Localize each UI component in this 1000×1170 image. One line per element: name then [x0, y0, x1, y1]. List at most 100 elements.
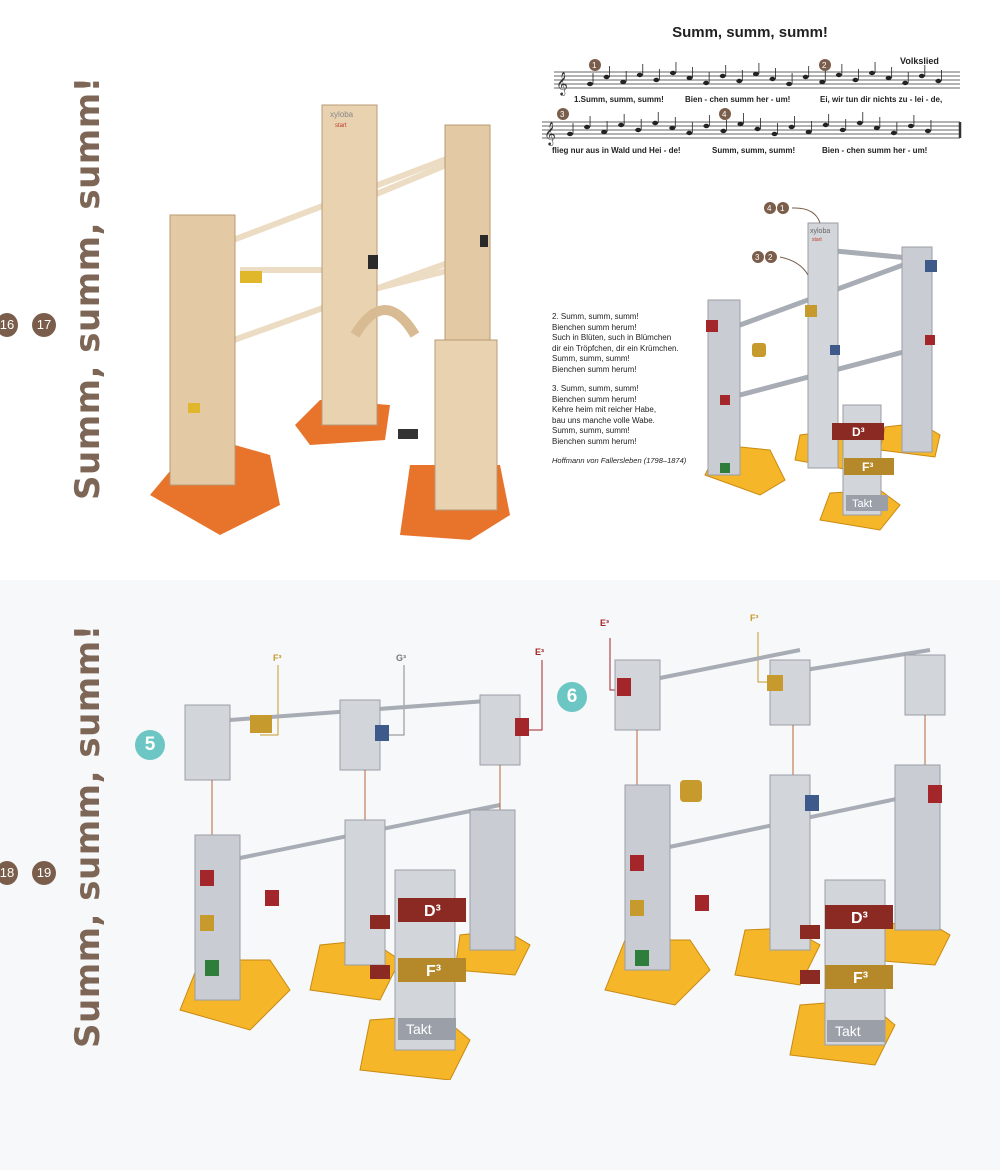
svg-text:F³: F³ — [862, 460, 873, 474]
svg-text:D³: D³ — [852, 425, 865, 439]
lyric-line2-a: flieg nur aus in Wald und Hei - de! — [552, 146, 681, 155]
svg-text:D³: D³ — [851, 910, 868, 927]
wooden-marble-run-photo: xyloba start — [150, 104, 510, 540]
note-bar-red — [925, 335, 935, 345]
svg-text:F³: F³ — [853, 970, 868, 987]
marker-4 — [719, 108, 731, 120]
grey-block-upper — [184, 704, 231, 781]
svg-text:2: 2 — [768, 253, 773, 262]
note-head — [802, 74, 809, 80]
note-head — [587, 81, 593, 87]
svg-text:1: 1 — [780, 204, 785, 213]
grey-diagram-step6: D³ F³ Takt — [604, 632, 951, 1066]
note-bar-gold — [200, 915, 214, 931]
step5-note-e3: E³ — [535, 647, 544, 657]
svg-text:D³: D³ — [424, 903, 441, 920]
note-head — [686, 75, 693, 81]
grey-block-upper — [614, 659, 661, 731]
note-head — [636, 72, 643, 78]
grey-block-upper — [904, 654, 946, 716]
wood-tower-middle — [321, 104, 378, 426]
curve-piece — [350, 305, 420, 338]
page-number-18: 18 — [0, 861, 18, 885]
note-bar-red — [800, 970, 820, 984]
note-head — [719, 73, 726, 79]
grey-tower — [624, 784, 671, 971]
note-bar-red — [928, 785, 942, 803]
svg-text:F³: F³ — [426, 963, 441, 980]
note-bar-green — [635, 950, 649, 966]
marker-3 — [557, 108, 569, 120]
step-number-5: 5 — [135, 730, 165, 760]
verse-2: 2. Summ, summ, summ! Bienchen summ herum… — [552, 312, 679, 374]
plate-f3 — [844, 458, 894, 475]
rail — [649, 648, 801, 682]
note-head — [935, 78, 942, 84]
note-head — [924, 128, 931, 134]
lyric-line1-b: Bien - chen summ her - um! — [685, 95, 791, 104]
treble-clef-icon: 𝄞 — [556, 73, 568, 96]
step6-note-e3: E³ — [600, 618, 609, 628]
lyric-line1-c: Ei, wir tun dir nichts zu - lei - de, — [820, 95, 943, 104]
lyric-line2-b: Summ, summ, summ! — [712, 146, 796, 155]
grey-diagram-step5: D³ F³ Takt — [179, 660, 543, 1080]
page-number-16: 16 — [0, 313, 18, 337]
lyric-line2-c: Bien - chen summ her - um! — [822, 146, 928, 155]
step6-note-f3: F³ — [750, 613, 759, 623]
svg-text:2: 2 — [822, 61, 827, 70]
note-bar-red — [265, 890, 279, 906]
note-head — [856, 120, 863, 126]
plate-takt — [827, 1020, 885, 1042]
song-author: Hoffmann von Fallersleben (1798–1874) — [552, 456, 687, 465]
plate-d3 — [825, 905, 893, 929]
step5-note-f3: F³ — [273, 653, 282, 663]
page-number-17: 17 — [32, 313, 56, 337]
note-head — [819, 79, 826, 85]
staff-line-2 — [542, 121, 960, 139]
vertical-title-top: Summ, summ, summ! — [68, 76, 108, 500]
note-head — [635, 127, 642, 133]
note-head — [737, 121, 744, 127]
note-head — [839, 127, 846, 133]
grey-tower — [769, 774, 811, 951]
note-head — [752, 71, 759, 77]
note-bar-red — [200, 870, 214, 886]
photo-brand-label: xyloba — [330, 110, 354, 119]
song-source: Volkslied — [900, 56, 939, 66]
bell-icon — [250, 715, 272, 733]
callout-1 — [777, 202, 789, 214]
note-head — [907, 123, 914, 129]
vertical-title-bottom: Summ, summ, summ! — [68, 624, 108, 1048]
note-bar-gold — [767, 675, 783, 691]
note-bar-red — [706, 320, 718, 332]
grey-tower — [469, 809, 516, 951]
treble-clef-icon: 𝄞 — [544, 123, 556, 146]
note-head — [669, 125, 676, 131]
note-head — [771, 131, 778, 137]
note-head — [652, 120, 659, 126]
note-head — [736, 78, 743, 84]
svg-text:Takt: Takt — [835, 1023, 861, 1039]
note-bar-red — [800, 925, 820, 939]
step-number-6: 6 — [557, 682, 587, 712]
grey-block-upper — [479, 694, 521, 766]
notes-line-2 — [567, 112, 932, 137]
marker-2 — [819, 59, 831, 71]
note-head — [918, 73, 925, 79]
note-head — [852, 77, 859, 83]
note-head — [788, 124, 795, 130]
grey-tower — [344, 819, 386, 966]
note-head — [567, 131, 573, 137]
rail — [804, 648, 931, 672]
note-bar — [368, 255, 378, 269]
note-bar-gold — [630, 900, 644, 916]
leader-line — [260, 665, 279, 736]
note-head — [754, 126, 761, 132]
plate-takt — [846, 495, 888, 511]
note-head — [720, 128, 727, 134]
notes-line-1 — [587, 62, 942, 87]
svg-text:3: 3 — [755, 253, 760, 262]
note-bar-green — [720, 463, 730, 473]
callout-arrow — [779, 256, 809, 276]
note-head — [873, 125, 880, 131]
